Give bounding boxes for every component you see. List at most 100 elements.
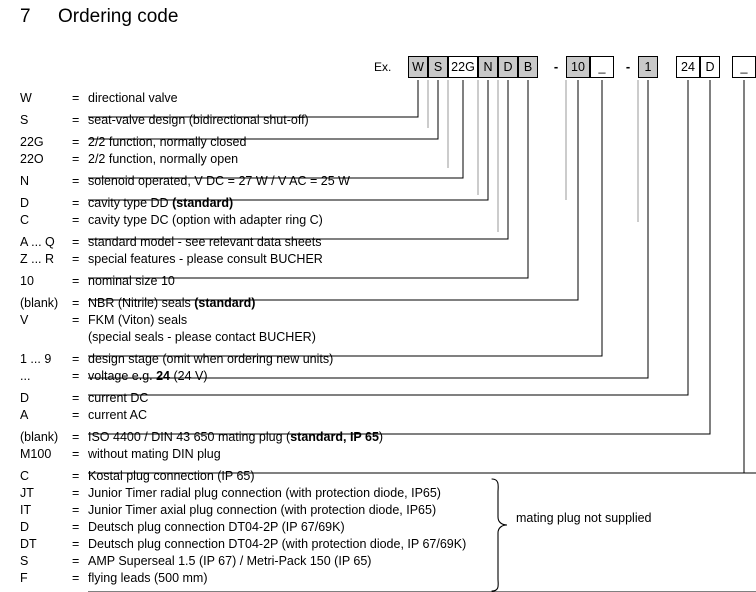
legend-description: flying leads (500 mm): [88, 571, 208, 585]
legend-row: D=Deutsch plug connection DT04-2P (IP 67…: [0, 520, 756, 537]
legend-equals: =: [72, 296, 80, 310]
legend-row: D=current DC: [0, 391, 756, 408]
legend-row: N=solenoid operated, V DC = 27 W / V AC …: [0, 174, 756, 191]
legend-row: IT = Junior Timer axial plug connection (w…: [0, 503, 756, 520]
legend-row: S=seat-valve design (bidirectional shut-…: [0, 113, 756, 130]
legend-row: (special seals - please contact BUCHER): [0, 330, 756, 347]
legend-row: M100=without mating DIN plug: [0, 447, 756, 464]
code-box-4[interactable]: D: [498, 56, 518, 78]
legend-description: Deutsch plug connection DT04-2P (with pr…: [88, 537, 467, 551]
legend-key: ...: [20, 369, 31, 383]
legend-key: D: [20, 520, 30, 534]
legend-row: 10=nominal size 10: [0, 274, 756, 291]
legend-description: seat-valve design (bidirectional shut-of…: [88, 113, 309, 127]
legend-row: C = Kostal plug connection (IP 65): [0, 469, 756, 486]
code-separator-0: -: [553, 59, 559, 74]
legend-key: (blank): [20, 430, 59, 444]
legend-row: 22O = 2/2 function, normally open: [0, 152, 756, 169]
legend-row: A=current AC: [0, 408, 756, 425]
legend-equals: =: [72, 554, 80, 568]
legend-equals: =: [72, 113, 80, 127]
legend-equals: =: [72, 274, 80, 288]
legend-equals: =: [72, 196, 80, 210]
legend-equals: =: [72, 91, 80, 105]
legend-row: ... = voltage e.g. 24 (24 V): [0, 369, 756, 386]
legend-equals: =: [72, 369, 80, 383]
legend-equals: =: [72, 152, 80, 166]
legend-description: cavity type DC (option with adapter ring…: [88, 213, 323, 227]
legend-description: voltage e.g. 24 (24 V): [88, 369, 208, 383]
legend-key: 22G: [20, 135, 44, 149]
legend-row: JT=Junior Timer radial plug connection (…: [0, 486, 756, 503]
code-box-3[interactable]: N: [478, 56, 498, 78]
legend-key: D: [20, 196, 30, 210]
legend-equals: =: [72, 391, 80, 405]
code-box-6[interactable]: 10: [566, 56, 590, 78]
legend-key: W: [20, 91, 32, 105]
legend-row: F = flying leads (500 mm): [0, 571, 756, 588]
legend-key: (blank): [20, 296, 59, 310]
code-box-8[interactable]: 1: [638, 56, 658, 78]
legend-description: Junior Timer axial plug connection (with…: [88, 503, 437, 517]
legend-equals: =: [72, 135, 80, 149]
code-box-2[interactable]: 22G: [448, 56, 478, 78]
legend-description: NBR (Nitrile) seals (standard): [88, 296, 256, 310]
legend-description: standard model - see relevant data sheet…: [88, 235, 322, 249]
legend-description: 2/2 function, normally closed: [88, 135, 247, 149]
legend-key: M100: [20, 447, 52, 461]
legend-key: Z ... R: [20, 252, 55, 266]
legend-row: 22G = 2/2 function, normally closed: [0, 135, 756, 152]
code-box-7[interactable]: _: [590, 56, 614, 78]
legend-row: C = cavity type DC (option with adapter ri…: [0, 213, 756, 230]
legend-description: special features - please consult BUCHER: [88, 252, 323, 266]
legend-row: A ... Q=standard model - see relevant da…: [0, 235, 756, 252]
legend-key: V: [20, 313, 29, 327]
code-separator-1: -: [625, 59, 631, 74]
legend-key: A ... Q: [20, 235, 55, 249]
legend-key: F: [20, 571, 28, 585]
legend-description: Kostal plug connection (IP 65): [88, 469, 255, 483]
section-number: 7: [20, 6, 31, 27]
legend-description: cavity type DD (standard): [88, 196, 234, 210]
legend-equals: =: [72, 469, 80, 483]
code-box-10[interactable]: D: [700, 56, 720, 78]
legend-equals: =: [72, 352, 80, 366]
legend-equals: =: [72, 571, 80, 585]
legend-key: 22O: [20, 152, 44, 166]
legend-key: S: [20, 554, 29, 568]
legend-row: (blank)=ISO 4400 / DIN 43 650 mating plu…: [0, 430, 756, 447]
code-box-9[interactable]: 24: [676, 56, 700, 78]
legend-description: FKM (Viton) seals: [88, 313, 188, 327]
legend-key: C: [20, 213, 30, 227]
page-title: Ordering code: [58, 6, 179, 27]
legend-row: DT = Deutsch plug connection DT04-2P (with…: [0, 537, 756, 554]
legend-equals: =: [72, 213, 80, 227]
legend-row: 1 ... 9=design stage (omit when ordering…: [0, 352, 756, 369]
legend-description: 2/2 function, normally open: [88, 152, 239, 166]
mating-plug-note: mating plug not supplied: [516, 511, 652, 525]
code-box-5[interactable]: B: [518, 56, 538, 78]
legend-key: DT: [20, 537, 37, 551]
page-heading: 7 Ordering code: [0, 6, 756, 36]
legend-equals: =: [72, 408, 80, 422]
code-box-0[interactable]: W: [408, 56, 428, 78]
legend-key: C: [20, 469, 30, 483]
legend-equals: =: [72, 503, 80, 517]
legend-equals: =: [72, 537, 80, 551]
legend-description: (special seals - please contact BUCHER): [88, 330, 316, 344]
legend-description: Junior Timer radial plug connection (wit…: [88, 486, 441, 500]
legend-key: JT: [20, 486, 34, 500]
legend-equals: =: [72, 313, 80, 327]
legend-key: IT: [20, 503, 32, 517]
legend-row: S=AMP Superseal 1.5 (IP 67) / Metri-Pack…: [0, 554, 756, 571]
legend-equals: =: [72, 252, 80, 266]
legend-description: without mating DIN plug: [88, 447, 221, 461]
legend-row: V = FKM (Viton) seals: [0, 313, 756, 330]
code-box-1[interactable]: S: [428, 56, 448, 78]
legend-equals: =: [72, 430, 80, 444]
legend-description: design stage (omit when ordering new uni…: [88, 352, 334, 366]
legend-description: directional valve: [88, 91, 178, 105]
legend-description: Deutsch plug connection DT04-2P (IP 67/6…: [88, 520, 345, 534]
